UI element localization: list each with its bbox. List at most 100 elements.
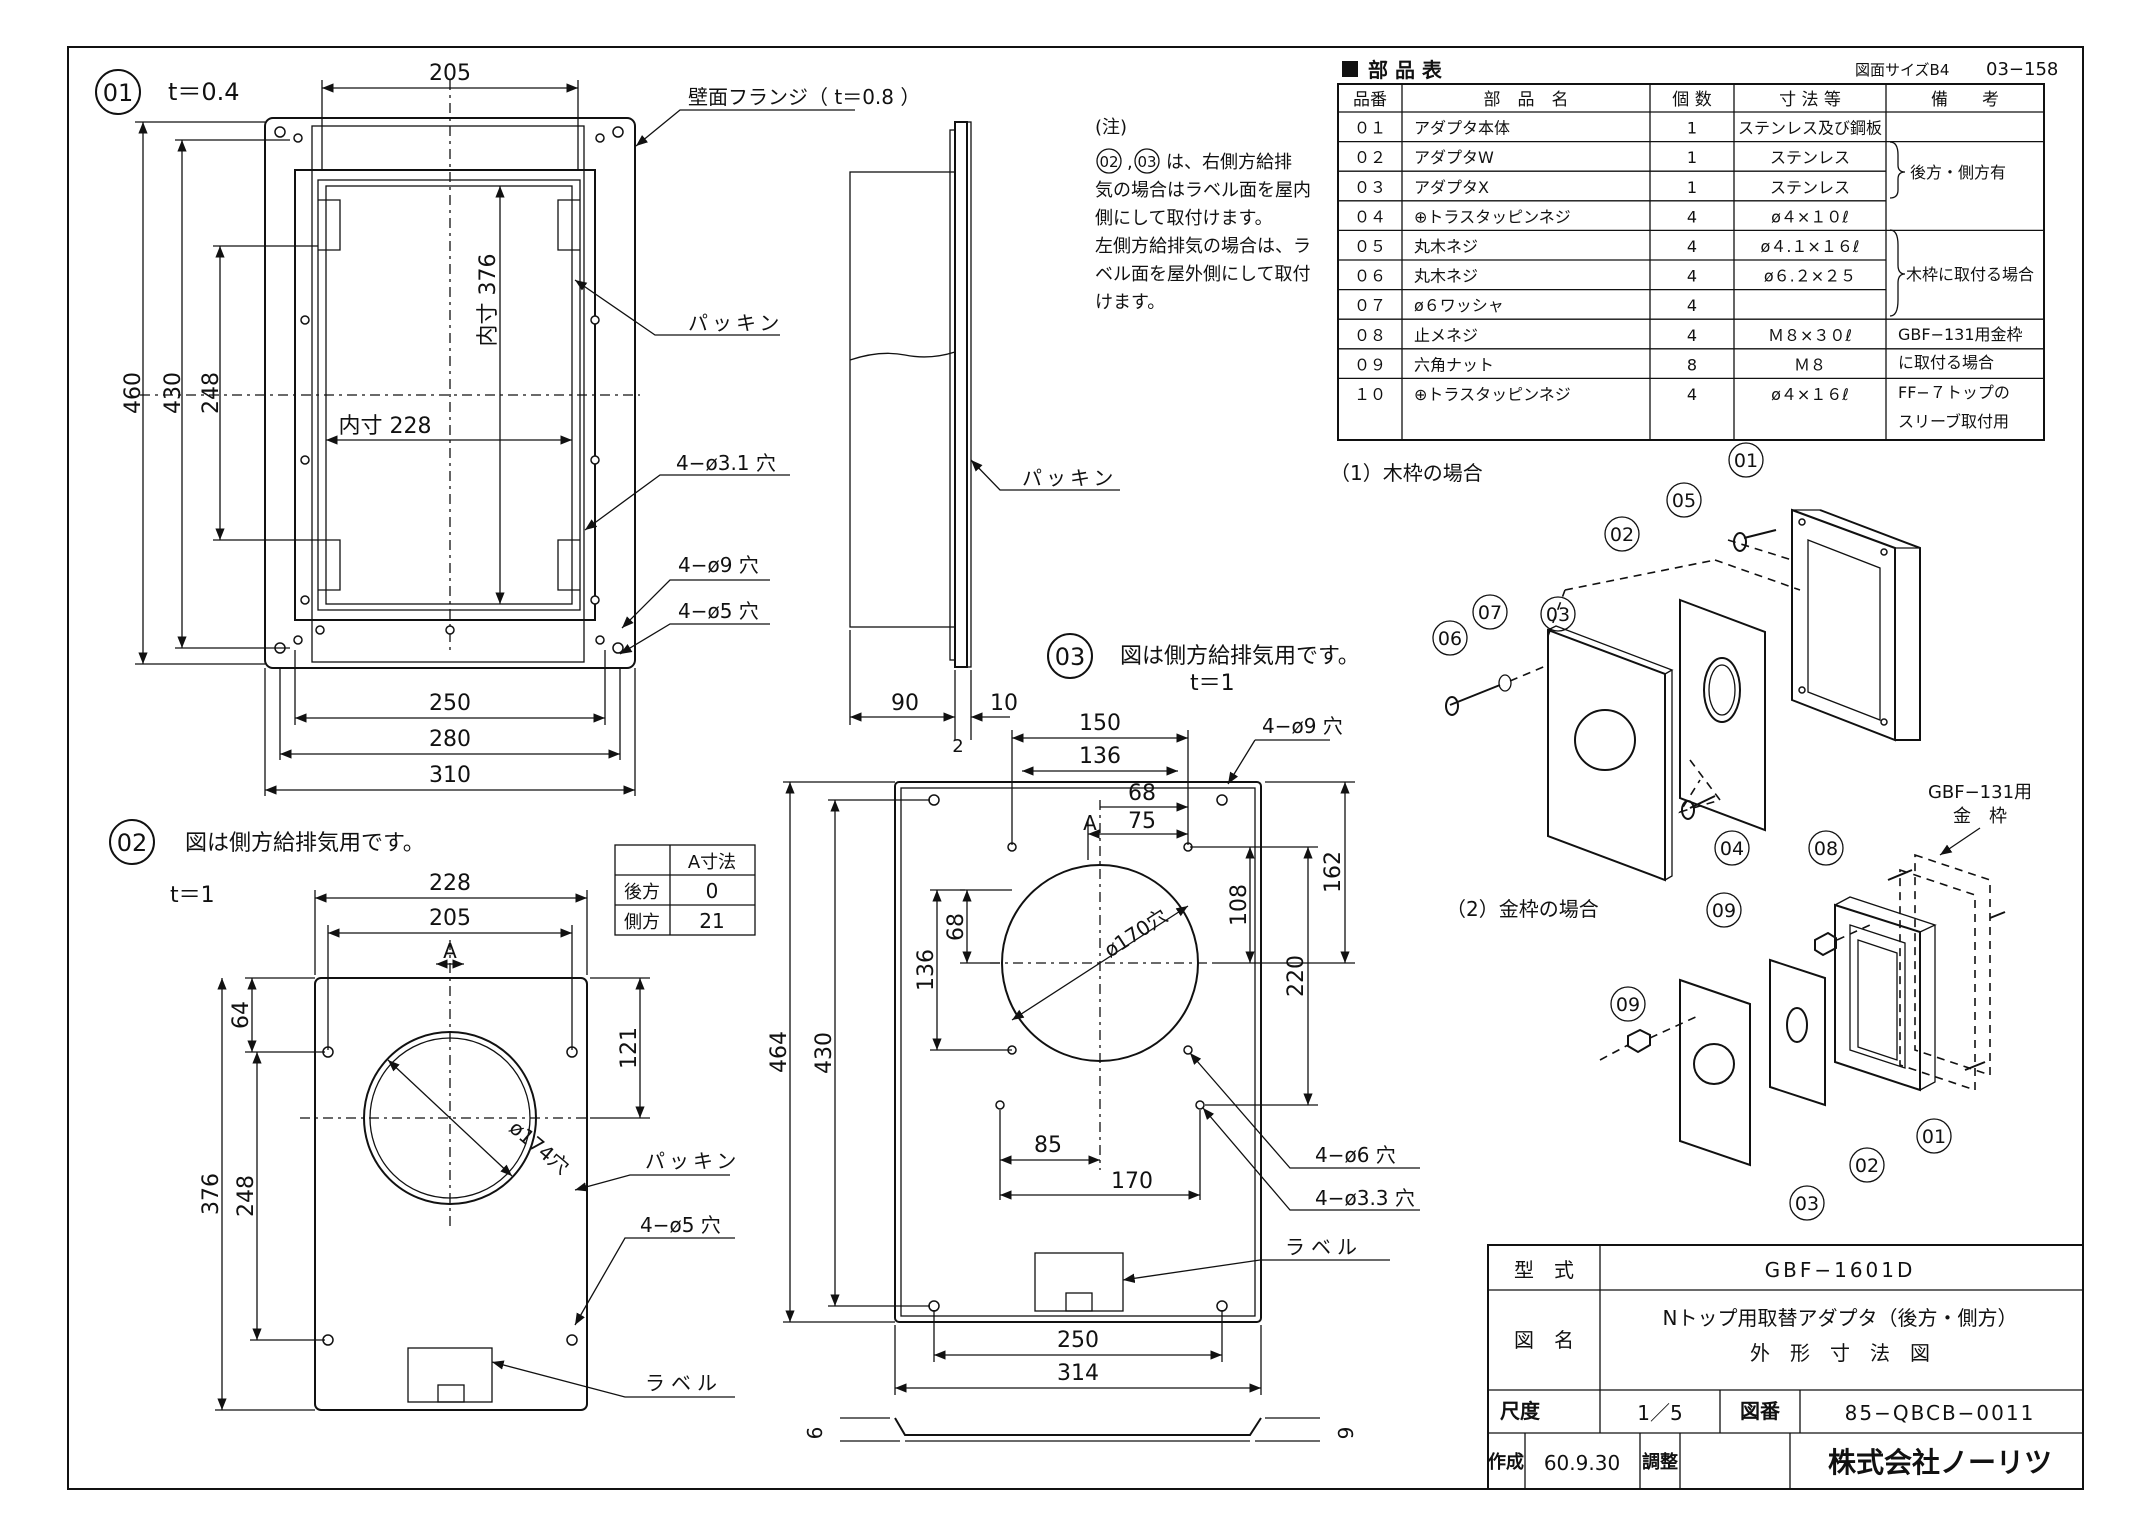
p03-dim-250: 250: [1057, 1328, 1099, 1353]
callout-circle: [1728, 442, 1764, 478]
parts-row-6-col-1: ０６: [1354, 267, 1386, 286]
dim-205: 205: [429, 61, 471, 86]
callout-circle: [1706, 892, 1742, 928]
parts-row-10-col-4: ø４×１６ℓ: [1771, 385, 1849, 404]
hole-5-label: 4−ø5 穴: [678, 599, 759, 623]
dim-inner-228: 内寸 228: [339, 414, 432, 439]
company-name: 株式会社ノーリツ: [1828, 1446, 2052, 1479]
parts-row-7-col-1: ０７: [1354, 296, 1386, 315]
made-label: 作成: [1488, 1451, 1524, 1473]
part-02-hole-174: ø174穴: [505, 1115, 574, 1179]
hole-9-label: 4−ø9 穴: [678, 553, 759, 577]
p03-label-tag: ラベル: [1285, 1235, 1363, 1259]
part-03-hole-170: ø170穴: [1100, 904, 1172, 962]
dim-430: 430: [161, 372, 186, 414]
p02-hole-5: 4−ø5 穴: [640, 1213, 721, 1237]
callout-circle: [1604, 516, 1640, 552]
callout-label: 09: [1712, 900, 1736, 922]
mounting-holes: [274, 126, 624, 654]
parts-row-6-col-4: ø６.２×２５: [1764, 267, 1856, 286]
title-block: 型 式 GBF−1601D 図 名 Nトップ用取替アダプタ（後方・側方） 外 形…: [1487, 1244, 2084, 1490]
note-comma: ,: [1127, 152, 1133, 173]
dim-90: 90: [891, 691, 919, 716]
callout-label: 07: [1478, 602, 1502, 624]
parts-row-10-col-2: ⊕トラスタッピンネジ: [1414, 385, 1571, 404]
part-02-label-box: [407, 1347, 493, 1403]
remark-metal-frame-2: に取付る場合: [1898, 353, 1994, 372]
p03-a-mark: A: [1083, 811, 1097, 835]
callout-circle: [1540, 596, 1576, 632]
hole-31-label: 4−ø3.1 穴: [676, 451, 776, 475]
callout-circle: [1472, 594, 1508, 630]
drawing-no-label: 図番: [1740, 1399, 1781, 1423]
a-table-header: A寸法: [688, 852, 736, 873]
note-ref-03: 03: [1137, 153, 1156, 171]
p02-dim-228: 228: [429, 871, 471, 896]
parts-row-2-col-4: ステンレス: [1770, 148, 1850, 167]
p03-hole-9: 4−ø9 穴: [1262, 714, 1343, 738]
callout-label: 02: [1610, 524, 1634, 546]
p03-dim-430: 430: [812, 1032, 837, 1074]
p03-dim-464: 464: [767, 1031, 792, 1073]
part-02-view: 02 図は側方給排気用です。 t＝1 ø174穴 228 205 A 64 12…: [109, 819, 756, 1411]
dim-10: 10: [990, 691, 1018, 716]
drawing-name-line-1: Nトップ用取替アダプタ（後方・側方）: [1663, 1306, 2018, 1330]
flange-inner: [311, 125, 585, 663]
parts-row-1-col-3: 1: [1687, 119, 1697, 138]
p03-dim-6a: 6: [803, 1427, 827, 1440]
drawing-name-label: 図 名: [1514, 1328, 1574, 1352]
metal-frame-caption: （2）金枠の場合: [1446, 897, 1599, 921]
metal-frame-label-2: 金 枠: [1953, 806, 2007, 827]
callout-circle: [1916, 1118, 1952, 1154]
callout-circle: [1808, 830, 1844, 866]
parts-row-10-col-3: 4: [1687, 385, 1697, 404]
parts-row-4-col-3: 4: [1687, 207, 1697, 226]
dim-250: 250: [429, 691, 471, 716]
side-flange: [954, 121, 968, 668]
part-02-thickness: t＝1: [170, 883, 215, 908]
parts-row-4-col-2: ⊕トラスタッピンネジ: [1414, 207, 1571, 226]
part-01-view: 01 t＝0.4 205 460 430 248: [95, 61, 920, 796]
part-03-plate: [894, 781, 1262, 1323]
p03-dim-85: 85: [1034, 1133, 1062, 1158]
dim-460: 460: [121, 372, 146, 414]
p02-dim-248: 248: [234, 1175, 259, 1217]
scale-value: 1／5: [1637, 1401, 1682, 1425]
p02-a-mark: A: [443, 939, 457, 963]
p03-hole-6: 4−ø6 穴: [1315, 1143, 1396, 1167]
p03-dim-162: 162: [1321, 851, 1346, 893]
part-02-holes: [322, 1046, 578, 1346]
callout-circle: [1666, 482, 1702, 518]
part-02-plate: [314, 977, 588, 1411]
a-table-row-1-value: 0: [706, 879, 719, 903]
callout-circle: [1714, 830, 1750, 866]
th-dims: 寸 法 等: [1779, 90, 1841, 110]
parts-table: 部 品 表 図面サイズB4 03−158 品番 部 品 名 個 数 寸 法 等 …: [1337, 58, 2058, 441]
p03-dim-170: 170: [1111, 1169, 1153, 1194]
callout-label: 03: [1546, 604, 1570, 626]
parts-row-1-col-4: ステンレス及び鋼板: [1738, 119, 1882, 138]
table-title-square: [1342, 61, 1358, 77]
callout-label: 01: [1922, 1126, 1946, 1148]
p02-dim-376: 376: [199, 1173, 224, 1215]
p02-packing-label: パッキン: [645, 1149, 740, 1173]
remark-wood-frame: 木枠に取付る場合: [1906, 265, 2034, 284]
p02-dim-205: 205: [429, 906, 471, 931]
sheet-border: [67, 46, 2084, 1490]
note-block: (注) 02 , 03 は、右側方給排 気の場合はラベル面を屋内 側にして取付け…: [1095, 117, 1311, 313]
th-qty: 個 数: [1672, 90, 1711, 110]
part-03-id: 03: [1055, 643, 1086, 671]
part-01-id: 01: [103, 79, 134, 107]
callout-label: 04: [1720, 838, 1744, 860]
callout-circle: [1789, 1185, 1825, 1221]
part-03-view: 03 図は側方給排気用です。 t＝1 ø170穴 150 136 68 75 A: [767, 633, 1420, 1442]
corner-notches: [318, 199, 580, 591]
sheet-size: 図面サイズB4: [1855, 61, 1949, 79]
p03-dim-136: 136: [1079, 744, 1121, 769]
scale-label: 尺度: [1500, 1399, 1541, 1423]
p03-dim-150: 150: [1079, 711, 1121, 736]
remark-ff7-2: スリーブ取付用: [1898, 412, 2009, 431]
p02-dim-64: 64: [229, 1001, 254, 1029]
